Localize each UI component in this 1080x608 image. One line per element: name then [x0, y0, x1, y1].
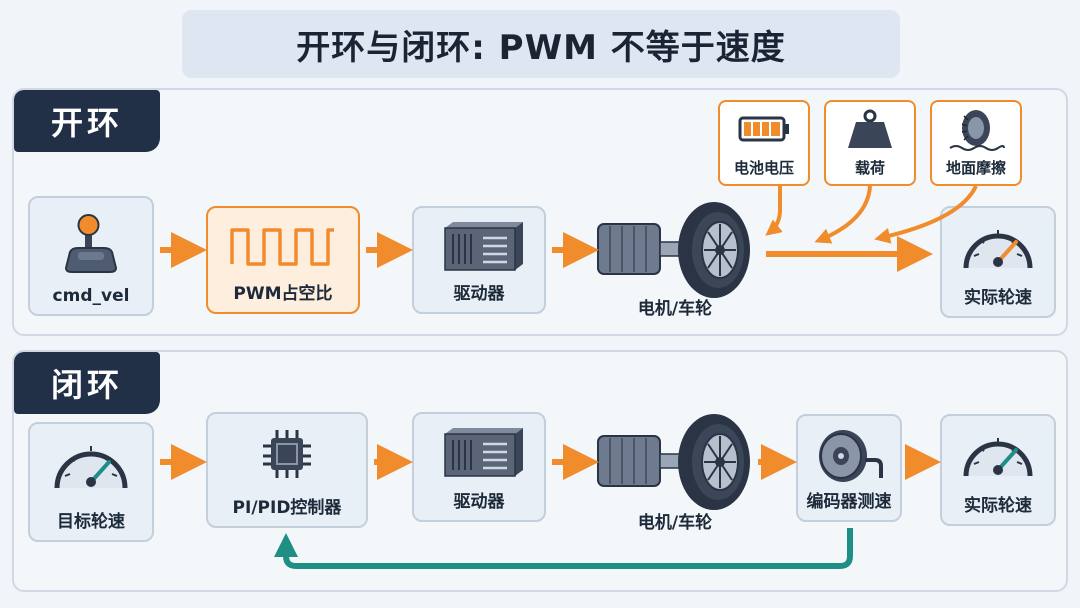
- encoder-label: 编码器测速: [806, 492, 892, 512]
- target-speed-label: 目标轮速: [57, 512, 125, 532]
- cmd-vel-node: cmd_vel: [28, 196, 154, 316]
- battery-icon: [738, 116, 789, 142]
- encoder-node: 编码器测速: [796, 414, 902, 522]
- pwm-wave-icon: [230, 228, 334, 266]
- pid-controller-node: PI/PID控制器: [206, 412, 368, 528]
- pid-controller-label: PI/PID控制器: [232, 498, 342, 518]
- pwm-duty-node: PWM占空比: [206, 206, 360, 314]
- actual-speed-label-closed: 实际轮速: [964, 496, 1032, 516]
- encoder-icon: [819, 430, 883, 482]
- speedometer-icon: [963, 230, 1033, 269]
- disturbance-load: 载荷: [824, 100, 916, 186]
- page-title: 开环与闭环: PWM 不等于速度: [182, 10, 900, 78]
- disturbance-battery-label: 电池电压: [733, 159, 794, 177]
- driver-node-closed: 驱动器: [412, 412, 546, 522]
- actual-speed-node-open: 实际轮速: [940, 206, 1056, 318]
- cmd-vel-label: cmd_vel: [52, 286, 130, 306]
- target-speed-node: 目标轮速: [28, 422, 154, 542]
- driver-node-open: 驱动器: [412, 206, 546, 314]
- weight-icon: [848, 109, 892, 148]
- motor-wheel-icon: [597, 202, 750, 298]
- joystick-icon: [64, 214, 118, 273]
- speedometer-icon: [963, 438, 1033, 477]
- driver-label-open: 驱动器: [453, 284, 505, 304]
- motor-label-open: 电机/车轮: [637, 299, 713, 319]
- disturbance-load-label: 载荷: [854, 159, 885, 177]
- actual-speed-node-closed: 实际轮速: [940, 414, 1056, 526]
- tire-icon: [949, 110, 1005, 151]
- driver-box-icon: [444, 222, 523, 271]
- motor-label-closed: 电机/车轮: [637, 513, 713, 533]
- open-loop-tag: 开环: [14, 90, 160, 152]
- disturbance-battery: 电池电压: [718, 100, 810, 186]
- disturbance-friction: 地面摩擦: [930, 100, 1022, 186]
- pwm-duty-label: PWM占空比: [233, 284, 333, 304]
- actual-speed-label-open: 实际轮速: [964, 288, 1032, 308]
- chip-icon: [263, 430, 311, 478]
- motor-wheel-icon: [597, 414, 750, 510]
- disturbance-friction-label: 地面摩擦: [945, 159, 1006, 177]
- driver-box-icon: [444, 428, 523, 477]
- closed-loop-tag: 闭环: [14, 352, 160, 414]
- driver-label-closed: 驱动器: [453, 492, 505, 512]
- speedometer-icon: [54, 446, 128, 489]
